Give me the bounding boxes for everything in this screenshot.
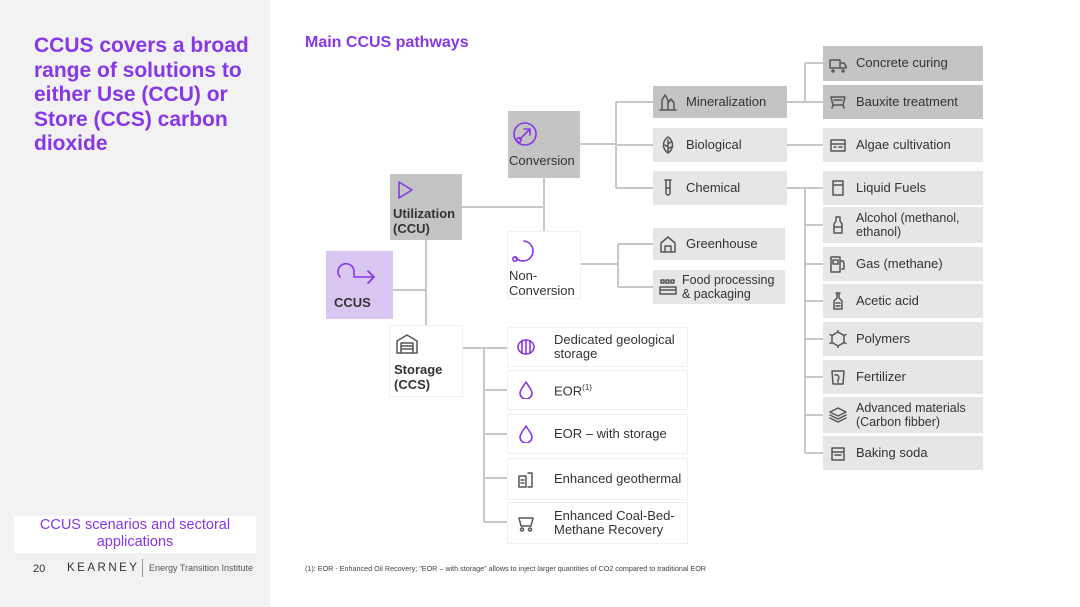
gas-methane-node[interactable]: Gas (methane)	[823, 247, 983, 281]
mine-cart-icon	[516, 513, 536, 533]
eor-with-storage-node[interactable]: EOR – with storage	[508, 415, 687, 453]
utilization-node[interactable]: Utilization (CCU)	[390, 174, 462, 240]
advanced-materials-label: Advanced materials (Carbon fibber)	[856, 400, 966, 430]
footnote: (1): EOR - Enhanced Oil Recovery; "EOR –…	[305, 564, 706, 573]
cart-icon	[828, 92, 848, 112]
storage-label: Storage (CCS)	[394, 362, 443, 392]
non-conversion-node[interactable]: Non-Conversion	[508, 232, 580, 298]
coal-bed-methane-node[interactable]: Enhanced Coal-Bed-Methane Recovery	[508, 503, 687, 543]
bauxite-treatment-node[interactable]: Bauxite treatment	[823, 85, 983, 119]
fertilizer-node[interactable]: Fertilizer	[823, 360, 983, 394]
algae-cultivation-label: Algae cultivation	[856, 136, 951, 152]
greenhouse-label: Greenhouse	[686, 235, 758, 251]
test-tube-icon	[658, 178, 678, 198]
leaf-icon	[658, 135, 678, 155]
biological-label: Biological	[686, 136, 742, 152]
acetic-acid-label: Acetic acid	[856, 292, 919, 308]
enhanced-geothermal-node[interactable]: Enhanced geothermal	[508, 459, 687, 499]
concrete-curing-label: Concrete curing	[856, 55, 948, 71]
storage-node[interactable]: Storage (CCS)	[390, 326, 462, 396]
chemical-label: Chemical	[686, 179, 741, 195]
drop-icon	[516, 380, 536, 400]
ccus-loop-icon	[334, 259, 378, 290]
flask-icon	[828, 291, 848, 311]
algae-cultivation-node[interactable]: Algae cultivation	[823, 128, 983, 162]
conversion-node[interactable]: Conversion	[508, 111, 580, 178]
polymers-node[interactable]: Polymers	[823, 322, 983, 356]
non-conversion-label: Non-Conversion	[509, 268, 575, 298]
tank-icon	[828, 135, 848, 155]
layers-icon	[828, 405, 848, 425]
geological-storage-node[interactable]: Dedicated geological storage	[508, 328, 687, 366]
coal-bed-methane-label: Enhanced Coal-Bed-Methane Recovery	[554, 507, 675, 537]
utilization-label: Utilization (CCU)	[393, 206, 456, 236]
circle-loop-icon	[510, 237, 538, 270]
baking-soda-node[interactable]: Baking soda	[823, 436, 983, 470]
eor-footnote-marker: (1)	[582, 383, 592, 393]
mineralization-label: Mineralization	[686, 93, 767, 109]
bottle-icon	[828, 215, 848, 235]
concrete-curing-node[interactable]: Concrete curing	[823, 46, 983, 81]
page-number: 20	[33, 563, 46, 575]
geological-storage-label: Dedicated geological storage	[554, 331, 675, 361]
bauxite-treatment-label: Bauxite treatment	[856, 93, 958, 109]
sidebar	[0, 0, 270, 607]
geothermal-icon	[516, 469, 536, 489]
arrow-circle-icon	[511, 120, 539, 153]
liquid-fuels-label: Liquid Fuels	[856, 179, 927, 195]
eor-label: EOR(1)	[554, 381, 592, 399]
alcohol-label: Alcohol (methanol, ethanol)	[856, 210, 960, 240]
polymers-label: Polymers	[856, 330, 911, 346]
greenhouse-icon	[658, 234, 678, 254]
greenhouse-node[interactable]: Greenhouse	[653, 228, 785, 260]
drop-icon	[516, 424, 536, 444]
alcohol-node[interactable]: Alcohol (methanol, ethanol)	[823, 207, 983, 243]
fertilizer-label: Fertilizer	[856, 368, 906, 384]
mineralization-node[interactable]: Mineralization	[653, 86, 787, 118]
gas-pump-icon	[828, 254, 848, 274]
section-label[interactable]: CCUS scenarios and sectoral applications	[14, 516, 256, 553]
mineral-icon	[658, 92, 678, 112]
advanced-materials-node[interactable]: Advanced materials (Carbon fibber)	[823, 397, 983, 433]
main-title: Main CCUS pathways	[305, 34, 469, 51]
baking-soda-label: Baking soda	[856, 444, 928, 460]
fertilizer-icon	[828, 367, 848, 387]
liquid-fuels-node[interactable]: Liquid Fuels	[823, 171, 983, 205]
ccus-node[interactable]: CCUS	[326, 251, 393, 319]
footer-divider	[142, 559, 143, 577]
kearney-logo: KEARNEY	[67, 562, 140, 574]
polymer-icon	[828, 329, 848, 349]
institute-name: Energy Transition Institute	[149, 563, 254, 573]
food-processing-node[interactable]: Food processing & packaging	[653, 270, 785, 304]
conversion-label: Conversion	[509, 153, 575, 168]
biological-node[interactable]: Biological	[653, 128, 787, 162]
enhanced-geothermal-label: Enhanced geothermal	[554, 470, 682, 486]
truck-icon	[828, 54, 848, 74]
page-headline: CCUS covers a broad range of solutions t…	[34, 34, 249, 155]
eor-node[interactable]: EOR(1)	[508, 371, 687, 409]
chemical-node[interactable]: Chemical	[653, 171, 787, 205]
food-icon	[658, 277, 678, 297]
eor-text: EOR	[554, 383, 583, 399]
barrel-icon	[516, 337, 536, 357]
gas-methane-label: Gas (methane)	[856, 255, 943, 271]
eor-with-storage-label: EOR – with storage	[554, 425, 667, 441]
play-icon	[395, 180, 415, 205]
fuel-icon	[828, 178, 848, 198]
acetic-acid-node[interactable]: Acetic acid	[823, 284, 983, 318]
warehouse-icon	[395, 332, 419, 361]
soda-icon	[828, 443, 848, 463]
ccus-label: CCUS	[334, 295, 371, 310]
food-processing-label: Food processing & packaging	[682, 272, 775, 302]
